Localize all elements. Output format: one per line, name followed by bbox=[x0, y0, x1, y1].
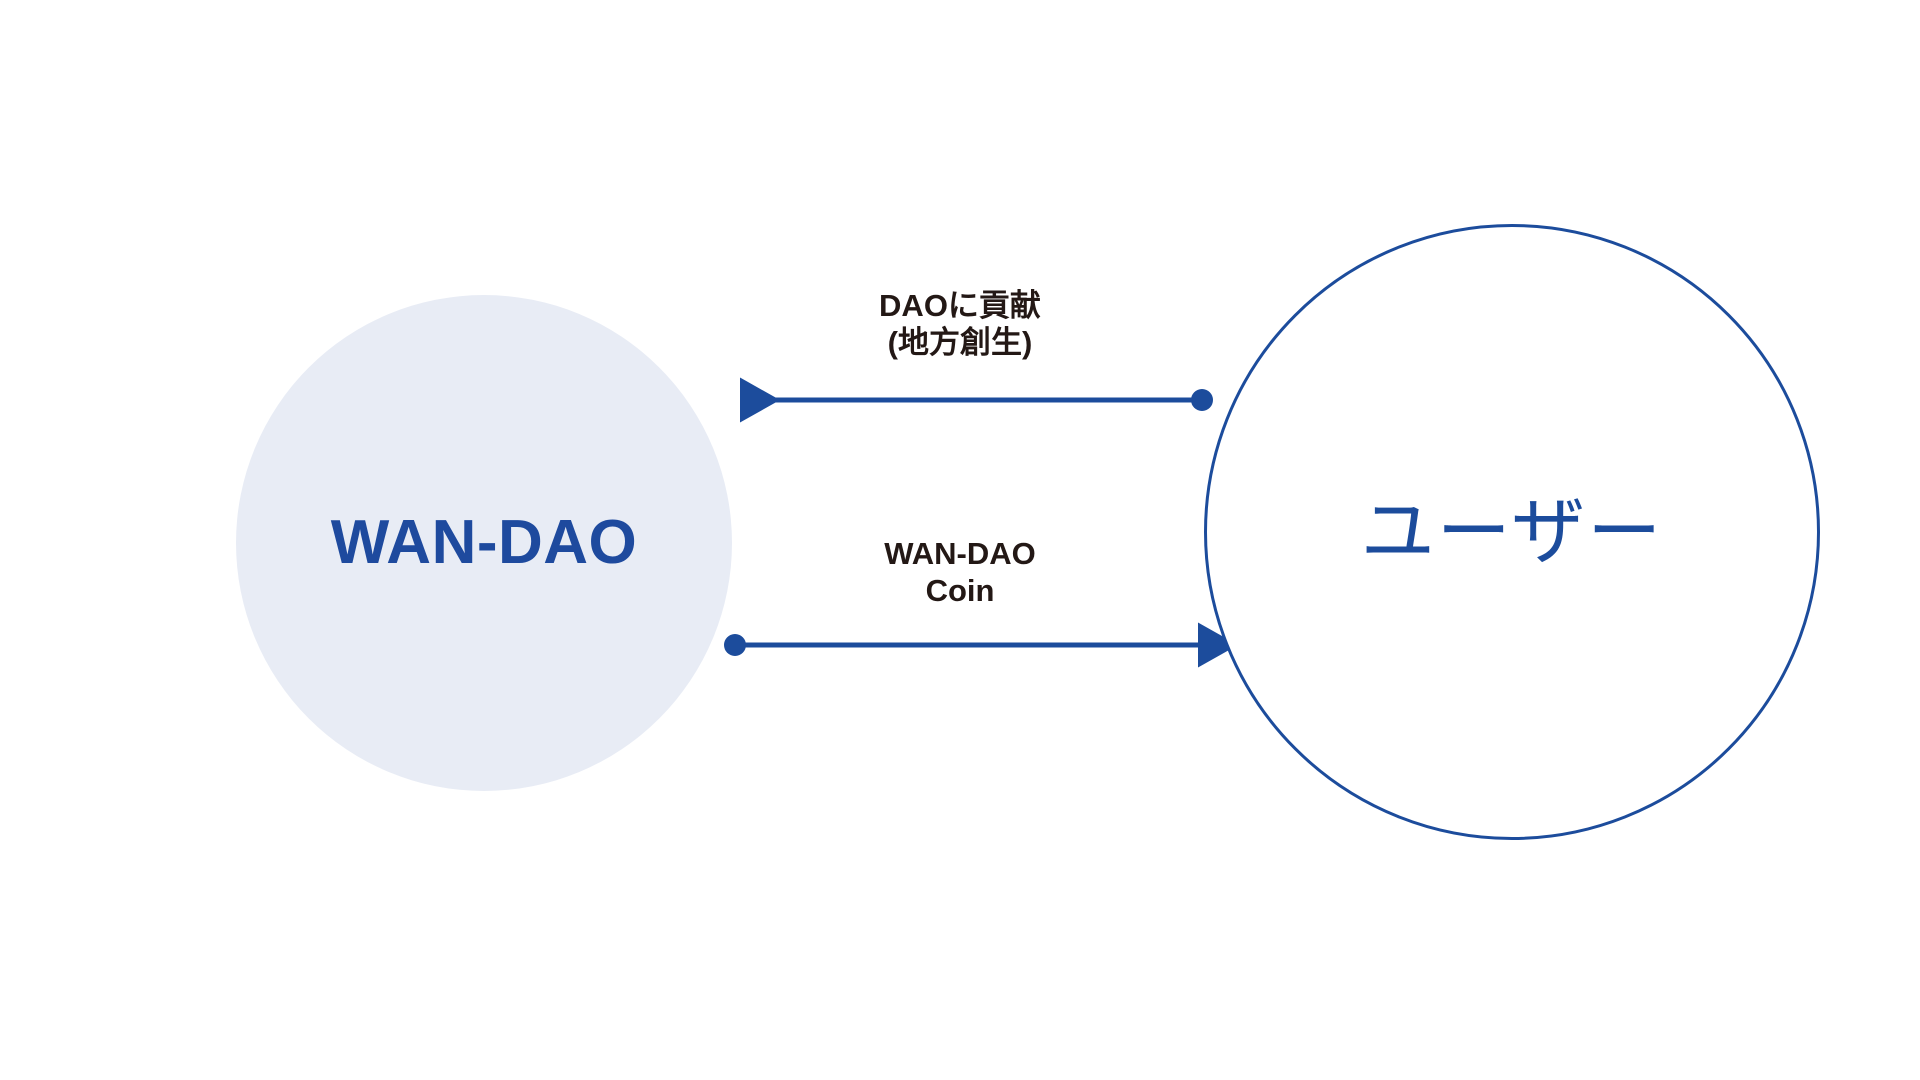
edge-label-contribute-line-1: DAOに貢献 bbox=[879, 288, 1041, 323]
node-user-label: ユーザー bbox=[1360, 490, 1664, 574]
node-wan-dao-label: WAN-DAO bbox=[330, 508, 638, 578]
edge-contribute bbox=[740, 377, 1213, 423]
edge-contribute-source-dot bbox=[1191, 389, 1213, 411]
edge-coin-source-dot bbox=[724, 634, 746, 656]
edge-label-coin-line-1: WAN-DAO bbox=[884, 536, 1036, 571]
edge-coin bbox=[724, 622, 1238, 668]
edge-label-contribute: DAOに貢献 (地方創生) bbox=[700, 288, 1220, 361]
node-wan-dao[interactable]: WAN-DAO bbox=[236, 295, 732, 791]
edge-label-contribute-line-2: (地方創生) bbox=[887, 324, 1033, 360]
edge-label-coin-line-2: Coin bbox=[925, 572, 995, 608]
node-user[interactable]: ユーザー bbox=[1204, 224, 1820, 840]
edge-label-coin: WAN-DAO Coin bbox=[700, 536, 1220, 609]
